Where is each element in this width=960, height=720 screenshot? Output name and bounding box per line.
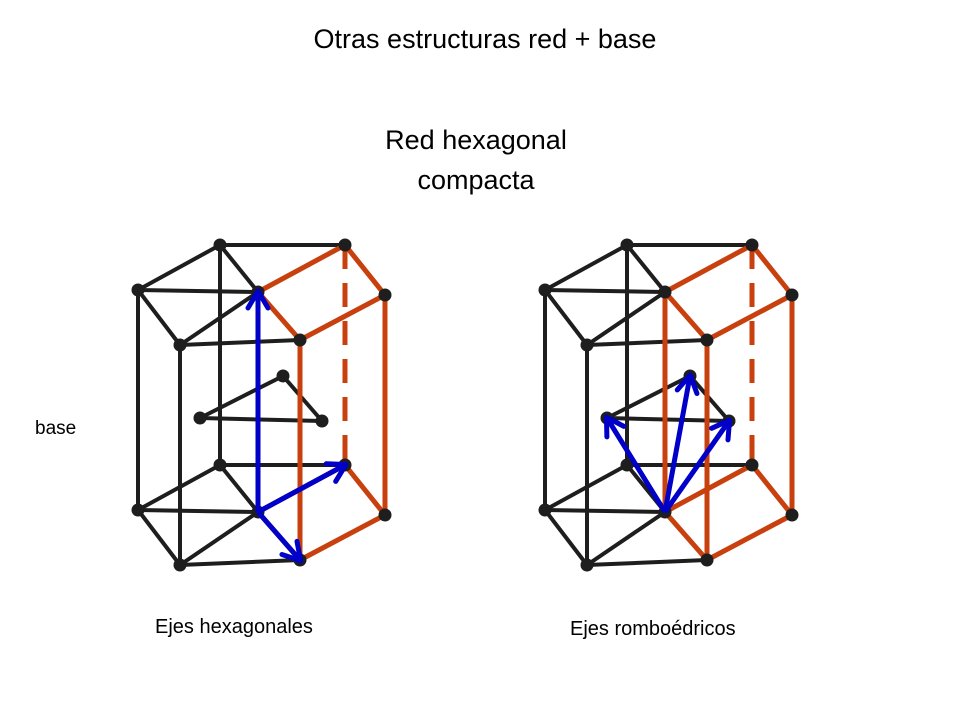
unit-cell-edge <box>297 292 388 343</box>
lattice-edge <box>543 243 629 292</box>
lattice-atom <box>785 508 799 522</box>
lattice-atom <box>213 458 227 472</box>
lattice-atom <box>745 458 759 472</box>
lattice-atom <box>700 333 714 347</box>
lattice-edge <box>178 558 302 567</box>
middle-layer-edge <box>605 374 692 420</box>
lattice-atom <box>538 503 552 517</box>
caption-hexagonal-axes: Ejes hexagonales <box>155 616 313 638</box>
lattice-edge <box>543 288 589 347</box>
unit-cell-edge <box>297 512 388 563</box>
lattice-atom <box>338 238 352 252</box>
lattice-atom <box>620 238 634 252</box>
right-axis-arrow <box>662 417 733 514</box>
lattice-edge <box>585 338 709 347</box>
unit-cell-edge <box>662 509 710 563</box>
unit-cell-edge <box>749 242 795 298</box>
lattice-atom <box>131 503 145 517</box>
lattice-atom <box>378 288 392 302</box>
lattice-edge <box>218 463 260 514</box>
lattice-atom <box>620 458 634 472</box>
right-hcp-prism <box>538 238 799 572</box>
lattice-edge <box>625 243 667 294</box>
lattice-edge <box>178 338 302 347</box>
right-axis-arrow <box>603 414 668 514</box>
unit-cell-edge <box>704 512 795 563</box>
lattice-edge <box>136 508 260 514</box>
lattice-atom <box>213 238 227 252</box>
lattice-atom <box>580 558 594 572</box>
unit-cell-edge <box>662 242 755 295</box>
right-axis-arrow <box>662 372 700 513</box>
caption-rhombohedral-axes: Ejes romboédricos <box>570 618 736 640</box>
subtitle-line-2: compacta <box>417 165 535 195</box>
lattice-atom <box>293 333 307 347</box>
unit-cell-edge <box>704 292 795 343</box>
subtitle: Red hexagonal compacta <box>326 120 626 200</box>
unit-cell-edge <box>255 289 303 343</box>
lattice-atom <box>700 553 714 567</box>
unit-cell-edge <box>749 462 795 518</box>
lattice-atom <box>538 283 552 297</box>
left-axis-arrow <box>256 461 349 515</box>
subtitle-line-1: Red hexagonal <box>385 125 567 155</box>
unit-cell-edge <box>342 462 388 518</box>
lattice-edge <box>136 243 222 292</box>
lattice-atom <box>173 558 187 572</box>
unit-cell-edge <box>662 289 710 343</box>
lattice-atom <box>745 238 759 252</box>
lattice-atom <box>276 369 290 383</box>
lattice-atom <box>658 285 672 299</box>
lattice-atom <box>131 283 145 297</box>
lattice-atom <box>785 288 799 302</box>
lattice-edge <box>585 558 709 567</box>
lattice-atom <box>378 508 392 522</box>
middle-layer-edge <box>198 374 285 420</box>
lattice-atom <box>173 338 187 352</box>
unit-cell-edge <box>255 242 348 295</box>
lattice-edge <box>136 288 182 347</box>
lattice-edge <box>178 510 260 567</box>
lattice-atom <box>580 338 594 352</box>
lattice-edge <box>543 288 667 294</box>
lattice-edge <box>136 288 260 294</box>
slide-title: Otras estructuras red + base <box>313 24 657 54</box>
left-axis-arrow <box>256 510 304 564</box>
lattice-edge <box>543 508 667 514</box>
lattice-edge <box>585 510 667 567</box>
lattice-edge <box>136 508 182 567</box>
base-label: base <box>35 418 77 439</box>
lattice-edge <box>543 508 589 567</box>
left-hcp-prism <box>131 238 392 572</box>
lattice-edge <box>218 243 260 294</box>
unit-cell-edge <box>342 242 388 298</box>
lattice-atom <box>193 411 207 425</box>
lattice-atom <box>315 414 329 428</box>
